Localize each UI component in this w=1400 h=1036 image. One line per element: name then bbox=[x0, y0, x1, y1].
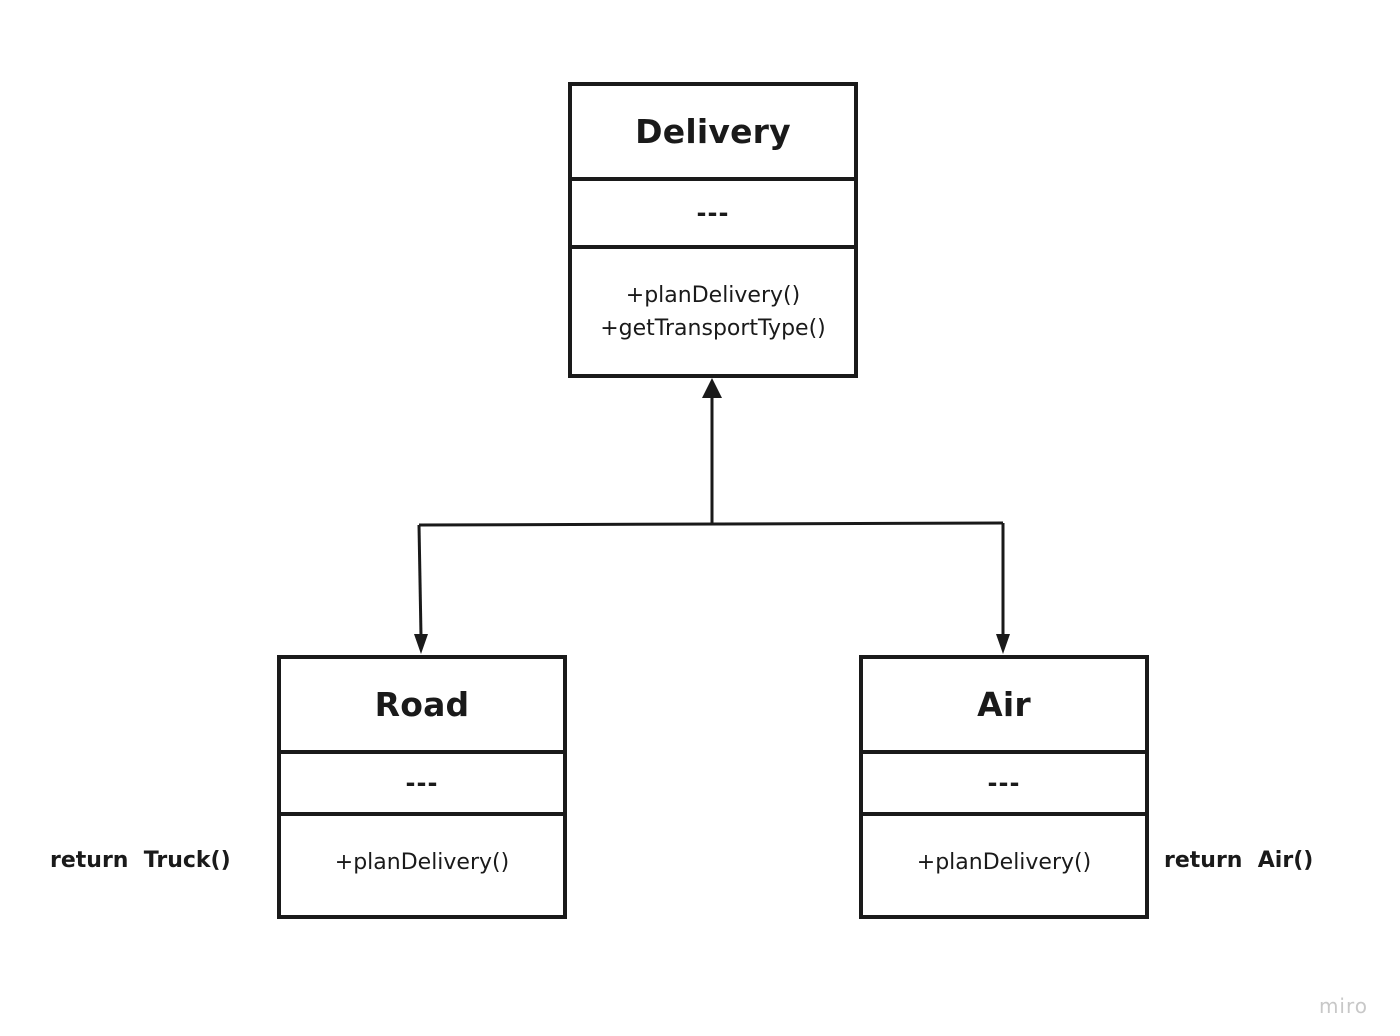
class-name: Road bbox=[374, 685, 470, 724]
class-road[interactable]: Road --- +planDelivery() bbox=[277, 655, 567, 919]
methods-section: +planDelivery() bbox=[863, 812, 1145, 915]
attributes-section: --- bbox=[572, 177, 854, 245]
class-name-section: Air bbox=[863, 659, 1145, 750]
arrowhead-down-air bbox=[996, 634, 1010, 654]
attributes-section: --- bbox=[863, 750, 1145, 812]
connector-bus bbox=[418, 521, 1004, 527]
class-delivery[interactable]: Delivery --- +planDelivery() +getTranspo… bbox=[568, 82, 858, 378]
arrowhead-up-delivery bbox=[702, 378, 722, 398]
class-name: Air bbox=[977, 685, 1031, 724]
class-name: Delivery bbox=[635, 112, 791, 151]
class-name-section: Delivery bbox=[572, 86, 854, 177]
method-plan-delivery: +planDelivery() bbox=[916, 850, 1092, 875]
attributes-text: --- bbox=[405, 769, 439, 797]
class-air[interactable]: Air --- +planDelivery() bbox=[859, 655, 1149, 919]
method-get-transport-type: +getTransportType() bbox=[600, 315, 826, 341]
connector-branch-road bbox=[417, 524, 423, 637]
methods-section: +planDelivery() +getTransportType() bbox=[572, 245, 854, 374]
class-name-section: Road bbox=[281, 659, 563, 750]
attributes-text: --- bbox=[696, 199, 730, 227]
attributes-section: --- bbox=[281, 750, 563, 812]
attributes-text: --- bbox=[987, 769, 1021, 797]
method-plan-delivery: +planDelivery() bbox=[334, 850, 510, 875]
arrowhead-down-road bbox=[414, 634, 428, 654]
methods-section: +planDelivery() bbox=[281, 812, 563, 915]
miro-watermark: miro bbox=[1318, 994, 1368, 1018]
note-return-air: return Air() bbox=[1164, 848, 1314, 873]
method-plan-delivery: +planDelivery() bbox=[625, 282, 801, 308]
note-return-truck: return Truck() bbox=[50, 848, 231, 873]
